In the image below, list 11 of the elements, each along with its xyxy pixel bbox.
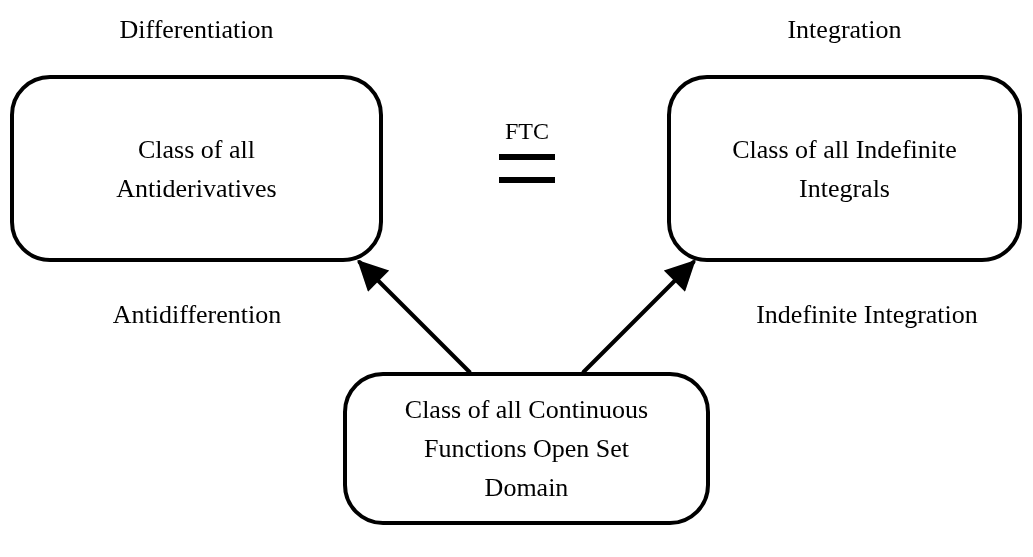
column-heading: Differentiation (119, 15, 274, 45)
rounded-box (343, 372, 710, 525)
edge-label: Antidifferention (112, 300, 282, 330)
box-text: Class of all Antiderivatives (115, 133, 278, 205)
box-text: Class of all Indefinite Integrals (731, 133, 958, 205)
arrow (357, 259, 472, 374)
column-heading: Integration (787, 15, 902, 45)
edge-label: Indefinite Integration (756, 300, 978, 330)
relation-label: FTC (505, 117, 549, 145)
box-text: Class of all Continuous Functions Open Set Domain (403, 394, 650, 504)
arrow (581, 259, 696, 374)
